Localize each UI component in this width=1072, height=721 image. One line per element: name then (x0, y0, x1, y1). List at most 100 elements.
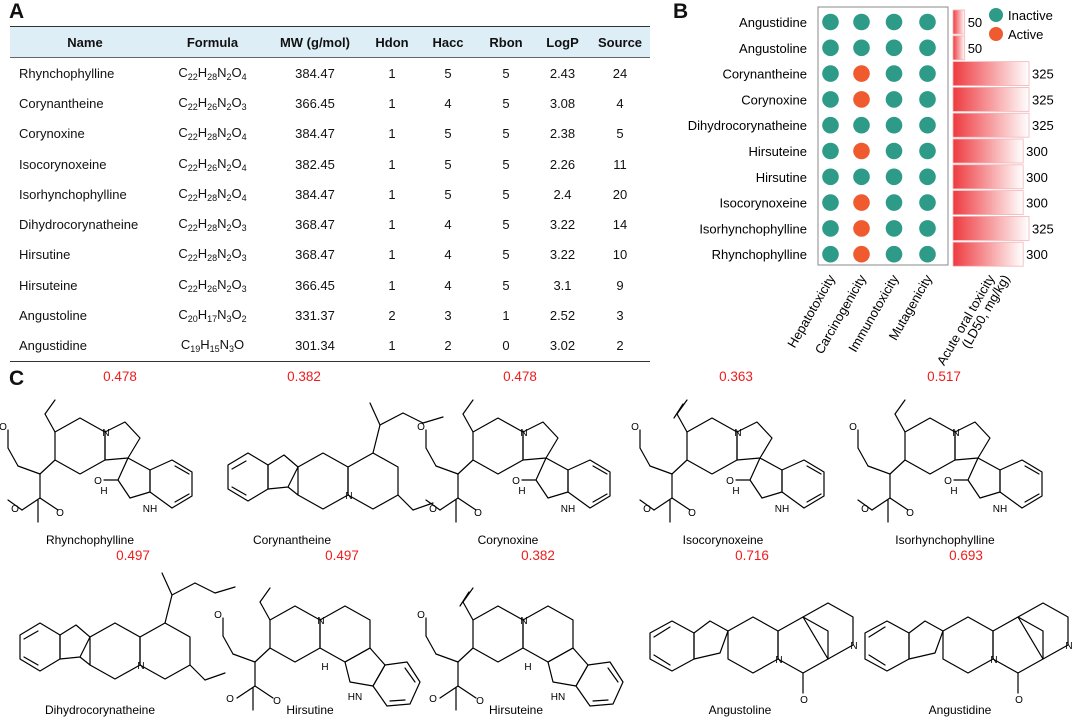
ld50-bar (952, 138, 1024, 164)
cell-mw: 301.34 (295, 338, 335, 354)
formula-subscript: 2 (226, 223, 232, 234)
ld50-axis-label: (LD50, mg/kg) (958, 272, 1012, 351)
ld50-bar (952, 35, 966, 61)
heatmap-dot (822, 39, 839, 57)
atom-label: O (631, 422, 639, 433)
heatmap-dot (919, 65, 936, 82)
atom-label: N (520, 616, 527, 627)
formula-subscript: 3 (226, 314, 232, 325)
formula-element: N (217, 246, 227, 262)
cell-logp: 3.02 (549, 338, 576, 354)
cell-formula: C22H28N2O4 (160, 119, 265, 149)
atom-label: N (345, 491, 352, 502)
cell-source: 10 (612, 247, 628, 263)
formula-element: C (178, 276, 188, 292)
formula-element: O (231, 125, 242, 141)
formula-element: O (231, 94, 242, 110)
atom-label: NH (775, 504, 789, 515)
heatmap-row-label: Isocorynoxeine (720, 196, 807, 211)
cell-mw: 384.47 (295, 186, 335, 202)
formula-element: C (178, 125, 188, 141)
atom-label: O (226, 694, 234, 705)
heatmap-dot (885, 168, 903, 186)
formula-element: C (178, 64, 188, 80)
similarity-score: 0.363 (719, 369, 753, 384)
cell-rbon: 5 (502, 156, 510, 172)
cell-source: 11 (613, 156, 627, 172)
formula-subscript: 4 (241, 132, 247, 143)
ld50-bar-label: 50 (968, 15, 982, 30)
atom-label: H (524, 662, 531, 673)
formula-element: N (217, 125, 227, 141)
formula-subscript: 15 (209, 344, 220, 355)
cell-hacc: 4 (444, 277, 452, 293)
molecule-name: Dihydrocorynatheine (45, 703, 155, 717)
cell-hdon: 1 (388, 186, 396, 202)
cell-hdon: 1 (388, 156, 396, 172)
heatmap-dot (919, 39, 936, 57)
molecule-name: Angustoline (709, 703, 772, 717)
formula-element: O (231, 155, 242, 171)
heatmap-dot (853, 142, 870, 160)
atom-label: O (476, 696, 484, 707)
formula-subscript: 22 (187, 223, 198, 234)
atom-label: O (944, 476, 952, 487)
heatmap-dot (919, 220, 936, 237)
cell-rbon: 5 (502, 65, 510, 81)
formula-subscript: 22 (187, 71, 198, 82)
atom-label: O (688, 508, 696, 519)
heatmap-dot (885, 65, 903, 82)
formula-element: N (217, 307, 227, 323)
cell-name: Angustoline (19, 308, 87, 324)
heatmap-dot (885, 194, 903, 211)
cell-rbon: 5 (502, 126, 510, 142)
heatmap-row-label: Angustidine (739, 15, 807, 30)
formula-subscript: 17 (207, 314, 218, 325)
cell-hdon: 1 (388, 95, 396, 111)
cell-logp: 2.43 (549, 65, 576, 81)
formula-element: N (217, 185, 227, 201)
ld50-bar-label: 325 (1032, 221, 1054, 236)
formula-subscript: 3 (241, 101, 247, 112)
molecule-name: Hirsutine (286, 703, 334, 717)
cell-mw: 384.47 (295, 65, 335, 81)
heatmap-row-label: Hirsuteine (748, 144, 807, 159)
heatmap-dot (853, 116, 870, 134)
formula-subscript: 22 (187, 283, 198, 294)
similarity-score: 0.693 (949, 548, 983, 563)
molecule-name: Hirsuteine (489, 703, 543, 717)
ld50-bar (952, 87, 1030, 112)
cell-logp: 3.22 (549, 217, 576, 233)
atom-label: O (56, 508, 64, 519)
ld50-bar-label: 325 (1032, 118, 1054, 133)
formula-subscript: 3 (229, 344, 235, 355)
similarity-score: 0.716 (735, 548, 769, 563)
ld50-bar-label: 325 (1032, 67, 1054, 82)
cell-rbon: 5 (502, 277, 510, 293)
formula-element: O (231, 216, 242, 232)
cell-hacc: 2 (444, 338, 452, 354)
heatmap-dot (822, 142, 839, 160)
heatmap-dot (919, 194, 936, 211)
similarity-score: 0.497 (325, 548, 359, 563)
formula-subscript: 2 (226, 253, 232, 264)
formula-subscript: 19 (190, 344, 201, 355)
cell-hdon: 2 (388, 308, 396, 324)
heatmap-dot (853, 168, 870, 186)
formula-subscript: 3 (241, 253, 247, 264)
heatmap-row-label: Dihydrocorynatheine (688, 118, 807, 133)
atom-label: NH (993, 504, 1007, 515)
heatmap-dot (885, 116, 903, 134)
formula-subscript: 2 (226, 101, 232, 112)
atom-label: N (850, 641, 857, 652)
cell-rbon: 1 (502, 308, 510, 324)
header-source: Source (590, 26, 650, 58)
formula-element: O (231, 276, 242, 292)
formula-element: H (197, 155, 208, 171)
